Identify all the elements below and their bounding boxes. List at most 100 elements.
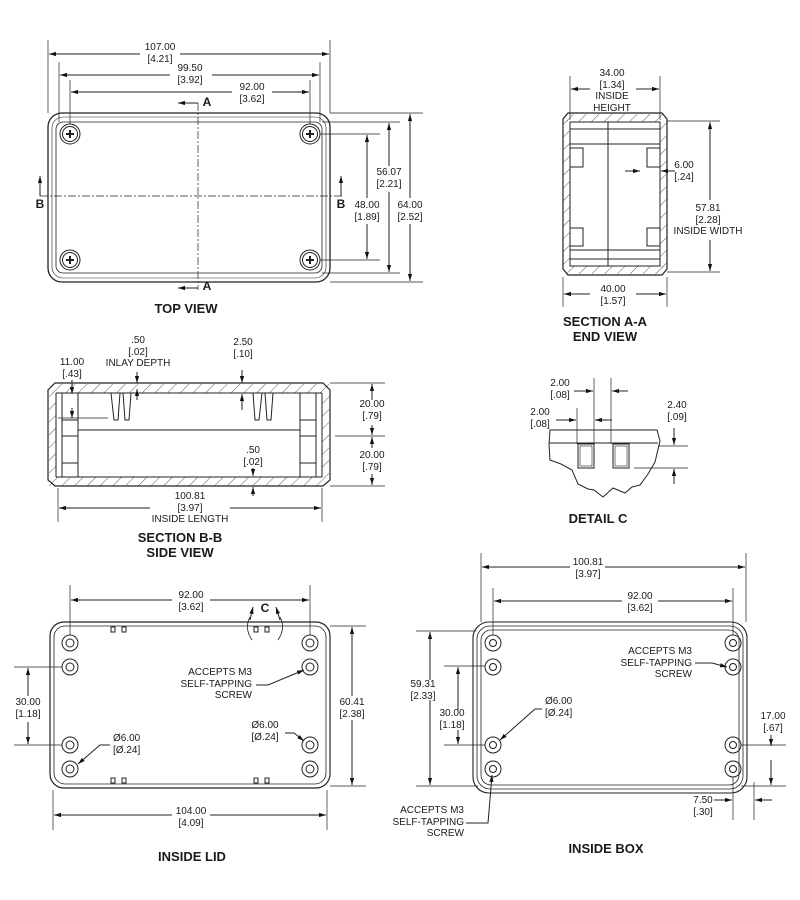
lid-boss-dia-left-line-2: [Ø.24] [113,744,141,756]
dim-box-edge-offset-x: 7.50[.30] [693,795,712,818]
dim-box-boss-spacing-y-line-2: [1.18] [439,719,465,731]
dim-inner-width: 56.07[2.21] [376,167,401,190]
dim-slot-width: 2.00[.08] [550,378,569,401]
section-aa-title-line-1: SECTION A-A [562,314,648,329]
dim-lid-screw-spacing-x: 92.00[3.62] [178,590,203,613]
inside-box-title: INSIDE BOX [568,841,643,856]
dim-inner-width-line-1: 56.07 [376,167,402,178]
section-a-label-bottom-line-1: A [202,279,212,293]
dim-box-length-line-1: 100.81 [572,557,604,568]
dim-lid-height-line-2: [.79] [362,410,382,422]
dim-inside-length-line-2: [3.97] [177,502,203,514]
dim-box-screw-spacing-x: 92.00[3.62] [627,591,652,614]
box-screw-callout-top-line-2: SELF-TAPPING [620,657,693,669]
section-a-label-top: A [202,95,212,109]
box-boss-dia: Ø6.00[Ø.24] [545,696,572,719]
dim-inlay-depth-line-2: [.02] [128,346,148,358]
dim-inside-width-line-3: INSIDE WIDTH [673,226,743,237]
section-a-label-bottom: A [202,279,212,293]
dim-box-width-line-2: [2.33] [410,690,436,702]
screw-icons [59,123,321,271]
inside-lid-view [14,585,366,830]
inside-lid-title: INSIDE LID [158,849,226,864]
dim-lid-boss-spacing-y-line-1: 30.00 [15,697,41,708]
section-b-label-left: B [36,198,45,211]
dim-lid-width: 60.41[2.38] [339,697,364,720]
detail-c-title: DETAIL C [569,511,628,526]
dim-flange-length: 99.50[3.92] [177,63,202,86]
dim-overall-height: 40.00[1.57] [600,284,625,307]
dim-slot-depth-line-2: [.09] [667,411,687,423]
dim-overall-length-line-2: [4.21] [147,53,173,65]
dim-lid-height-line-1: 20.00 [359,399,385,410]
dim-overall-width: 64.00[2.52] [397,200,422,223]
dim-screw-spacing-y-line-2: [1.89] [354,211,380,223]
dim-inside-height-line-1: 34.00 [599,68,625,79]
box-screw-callout-top-line-1: ACCEPTS M3 [628,646,692,657]
lid-boss-dia-right: Ø6.00[Ø.24] [251,720,278,743]
section-bb-title-line-2: SIDE VIEW [146,545,214,560]
dim-box-length-line-2: [3.97] [575,568,601,580]
box-boss-dia-line-2: [Ø.24] [545,707,573,719]
boss-holes [484,634,742,778]
dim-box-edge-offset-x-line-1: 7.50 [693,795,713,806]
lid-detail-marker-line-1: C [260,601,270,615]
dim-box-screw-spacing-x-line-1: 92.00 [627,591,653,602]
inside-box-title-line-1: INSIDE BOX [568,841,644,856]
dim-box-edge-offset-y: 17.00[.67] [760,711,785,734]
inside-box-view [416,553,786,824]
dim-screw-spacing-y: 48.00[1.89] [354,200,379,223]
dim-screw-spacing-x-line-2: [3.62] [239,93,265,105]
dim-box-edge-offset-x-line-2: [.30] [693,806,713,818]
dim-slot-depth: 2.40[.09] [667,400,686,423]
dim-slot-width-line-2: [.08] [550,389,570,401]
dim-box-boss-spacing-y-line-1: 30.00 [439,708,465,719]
dim-inside-width-line-1: 57.81 [695,203,721,214]
lid-boss-dia-right-line-1: Ø6.00 [251,720,279,731]
dim-inner-width-line-2: [2.21] [376,178,402,190]
dim-box-edge-offset-y-line-1: 17.00 [760,711,786,722]
dim-box-width-line-1: 59.31 [410,679,436,690]
section-bb-side-view [47,370,385,522]
dim-lid-length-line-1: 104.00 [175,806,207,817]
lid-detail-marker: C [260,601,270,615]
dim-inside-width: 57.81[2.28]INSIDE WIDTH [674,203,743,238]
dim-wall-line-2: [.24] [674,171,694,183]
dim-slot-width-line-1: 2.00 [550,378,570,389]
box-screw-callout-bottom-line-3: SCREW [426,828,464,839]
box-boss-dia-line-1: Ø6.00 [545,696,573,707]
top-view-title-line-1: TOP VIEW [154,301,218,316]
dim-bottom-inlay-line-2: [.02] [243,456,263,468]
dim-lid-width-line-2: [2.38] [339,708,365,720]
dim-overall-width-line-1: 64.00 [397,200,423,211]
dim-lid-length-line-2: [4.09] [178,817,204,829]
dim-inside-height-line-2: [1.34] [599,79,625,91]
dim-wall: 6.00[.24] [674,160,693,183]
boss-holes [61,634,319,778]
dim-lid-length: 104.00[4.09] [176,806,207,829]
top-view-title: TOP VIEW [154,301,217,316]
dim-screw-spacing-x: 92.00[3.62] [239,82,264,105]
dim-box-screw-spacing-x-line-2: [3.62] [627,602,653,614]
dim-inside-height-line-3: INSIDE [595,91,629,102]
dim-box-width: 59.31[2.33] [410,679,435,702]
dim-box-edge-offset-y-line-2: [.67] [763,722,783,734]
box-screw-callout-bottom-line-1: ACCEPTS M3 [400,805,464,816]
section-a-label-top-line-1: A [202,95,212,109]
detail-c [548,378,688,498]
dim-overall-height-line-1: 40.00 [600,284,626,295]
dim-rib-height: 11.00[.43] [60,357,84,380]
dim-flange-length-line-1: 99.50 [177,63,203,74]
dim-overall-length: 107.00[4.21] [145,42,176,65]
dim-base-height-line-2: [.79] [362,461,382,473]
section-b-label-right-line-1: B [336,197,346,211]
dim-inside-width-line-2: [2.28] [695,214,721,226]
lid-screw-callout-line-1: ACCEPTS M3 [188,667,252,678]
dim-top-wall-line-2: [.10] [233,348,253,360]
